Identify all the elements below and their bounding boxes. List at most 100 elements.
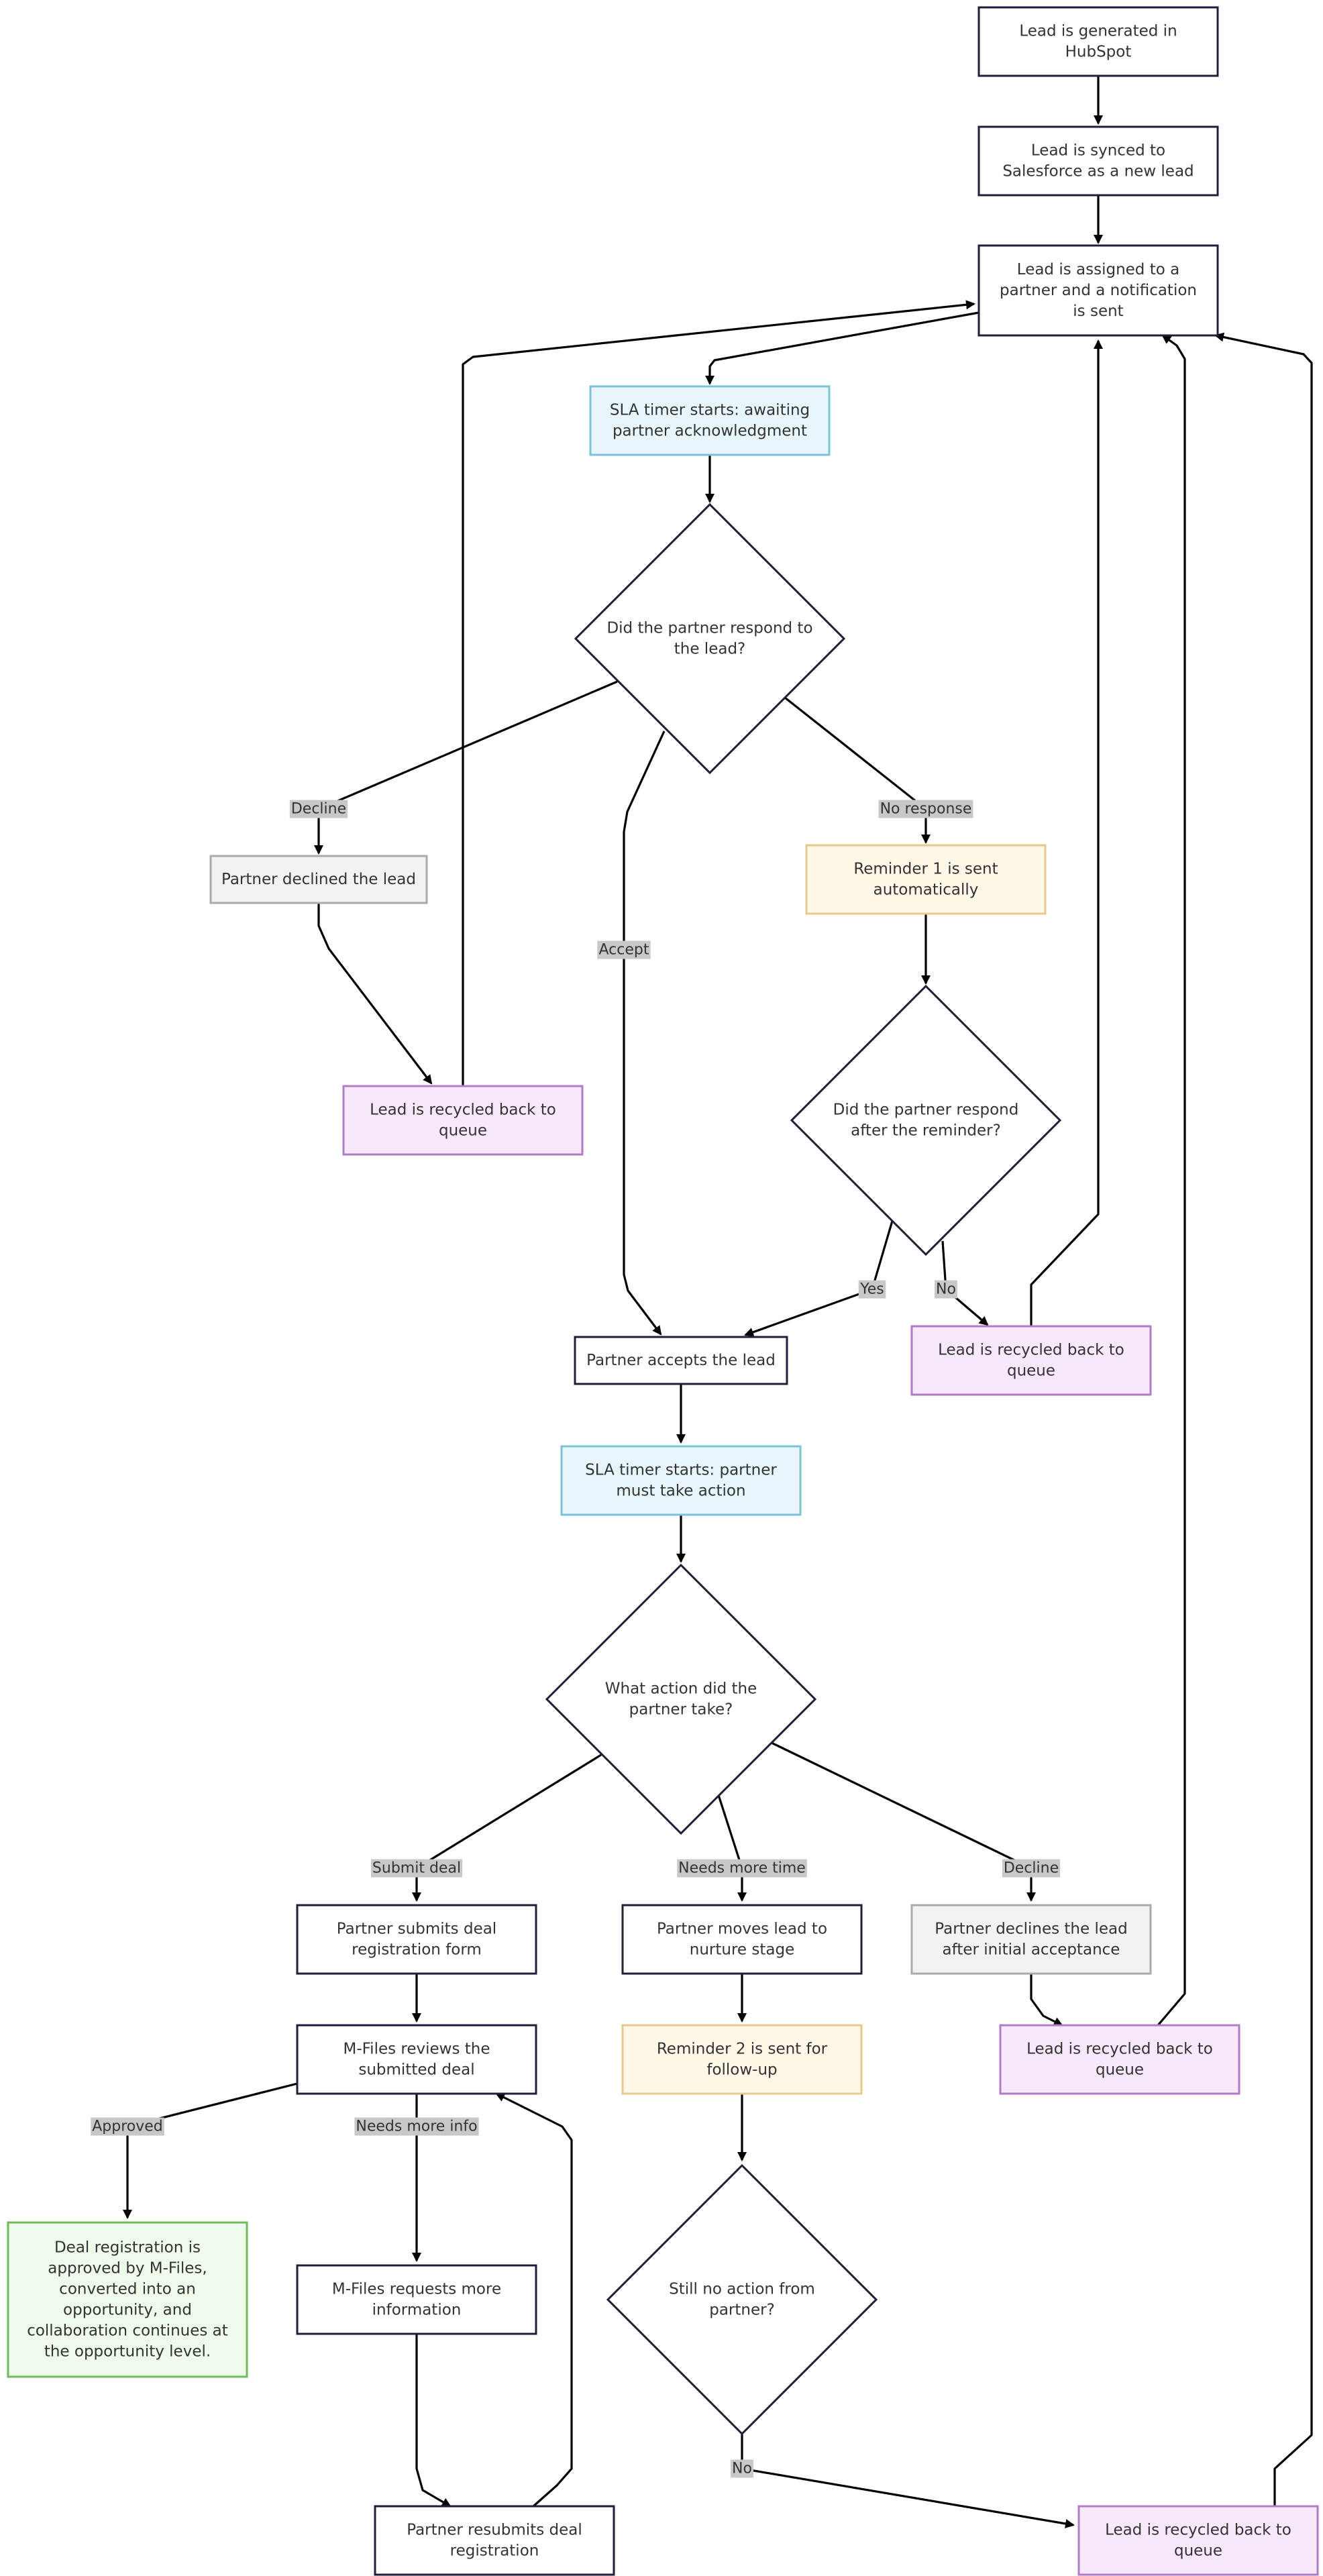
edge-label: Needs more info — [354, 2117, 479, 2136]
node-text-line: M-Files requests more — [332, 2281, 501, 2298]
edge-label: Yes — [858, 1280, 886, 1299]
edge-label-text: Needs more info — [356, 2118, 477, 2135]
process-box — [621, 1904, 863, 1975]
node-d3: What action did the partner take? — [545, 1563, 817, 1835]
node-text-line: Still no action from — [669, 2281, 815, 2298]
node-declined: Partner declined the lead — [209, 855, 428, 904]
edge-label: No — [731, 2459, 753, 2478]
edge-label: Approved — [91, 2117, 164, 2136]
node-text-line: partner take? — [629, 1701, 733, 1719]
edge-recycle3-to-assigned — [1157, 334, 1186, 2027]
edge-label-background — [370, 1859, 463, 1878]
node-text-line: queue — [1096, 2061, 1144, 2079]
node-sla2: SLA timer starts: partner must take actio… — [560, 1445, 802, 1516]
edge-label-text: No — [936, 1281, 956, 1298]
node-text-line: the lead? — [674, 641, 746, 658]
edge-declined-to-recycle1 — [317, 903, 433, 1085]
node-text-line: converted into an — [59, 2281, 196, 2298]
node-text-line: registration form — [352, 1941, 482, 1959]
edge-label-text: No response — [880, 801, 972, 818]
node-text-line: nurture stage — [690, 1941, 794, 1959]
process-box — [910, 1904, 1152, 1975]
node-text-line: Reminder 2 is sent for — [657, 2041, 828, 2058]
edge-recycle2-to-assigned — [1030, 339, 1103, 1326]
decision-diamond — [574, 502, 846, 775]
node-assigned: Lead is assigned to a partner and a notif… — [977, 244, 1219, 337]
node-text-line: submitted deal — [358, 2061, 474, 2079]
edge-label-background — [91, 2117, 164, 2136]
edge-requests-to-resubmits — [415, 2334, 452, 2508]
node-text-line: Lead is recycled back to — [938, 1342, 1124, 1359]
edge-label: Submit deal — [370, 1859, 463, 1878]
process-box — [805, 844, 1047, 915]
node-d1: Did the partner respond to the lead? — [574, 502, 846, 775]
edge-d1-to-reminder1 — [784, 696, 931, 844]
edge-recycle4-to-assigned — [1214, 332, 1313, 2506]
node-text-line: automatically — [874, 881, 979, 899]
edge-label: No response — [878, 800, 973, 818]
edge-label-text: No — [732, 2461, 752, 2477]
edge-label-text: Accept — [599, 942, 649, 959]
node-text-line: information — [372, 2302, 462, 2319]
edge-label-text: Needs more time — [678, 1860, 806, 1877]
edge-d3-to-declines2 — [770, 1741, 1036, 1902]
edge-label-background — [597, 941, 651, 959]
edge-recycle1-to-assigned — [462, 300, 975, 1086]
node-text-line: is sent — [1073, 303, 1123, 320]
node-text-line: the opportunity level. — [44, 2343, 211, 2361]
edge-resubmits-to-reviews — [495, 2092, 573, 2508]
node-text-line: Lead is assigned to a — [1017, 261, 1179, 278]
node-text-line: What action did the — [605, 1680, 757, 1698]
edge-d1-to-declined — [314, 680, 618, 855]
edge-label-text: Yes — [859, 1281, 884, 1298]
node-d2: Did the partner respond after the reminde… — [790, 984, 1062, 1256]
process-box — [574, 1336, 788, 1385]
node-text-line: Did the partner respond — [833, 1102, 1019, 1119]
edge-label: Decline — [1002, 1859, 1061, 1878]
node-text-line: SLA timer starts: partner — [585, 1462, 777, 1479]
process-box — [977, 244, 1219, 337]
edge-label-background — [731, 2459, 753, 2478]
process-box — [977, 125, 1219, 197]
process-box — [977, 6, 1219, 77]
edge-label-text: Approved — [92, 2118, 163, 2135]
process-box — [296, 2264, 537, 2335]
node-text-line: Did the partner respond to — [606, 620, 812, 637]
node-text-line: queue — [439, 1122, 487, 1140]
node-text-line: opportunity, and — [63, 2302, 192, 2319]
node-text-line: must take action — [616, 1483, 745, 1500]
node-text-line: collaboration continues at — [27, 2322, 228, 2340]
node-text-line: follow-up — [706, 2061, 777, 2079]
node-text-line: Salesforce as a new lead — [1002, 163, 1194, 180]
process-box — [910, 1325, 1152, 1396]
node-text-line: Lead is recycled back to — [1105, 2522, 1291, 2539]
process-box — [1077, 2505, 1319, 2576]
node-text-line: Partner accepts the lead — [586, 1352, 776, 1369]
edge-label: Accept — [597, 941, 651, 959]
edge-d3-to-submits — [412, 1754, 602, 1902]
node-text-line: after the reminder? — [851, 1122, 1001, 1140]
node-text-line: partner and a notification — [1000, 282, 1197, 299]
node-submits: Partner submits deal registration form — [296, 1904, 537, 1975]
edge-d3-to-nurture — [717, 1794, 747, 1902]
edge-label-background — [289, 800, 348, 818]
node-text-line: Partner declined the lead — [221, 871, 416, 888]
edge-reviews-to-approved — [123, 2082, 298, 2219]
node-text-line: HubSpot — [1065, 44, 1132, 61]
node-text-line: Partner submits deal — [337, 1921, 496, 1938]
decision-diamond — [606, 2163, 878, 2436]
edge-d4-to-recycle4 — [741, 2434, 1075, 2528]
process-box — [999, 2024, 1240, 2095]
